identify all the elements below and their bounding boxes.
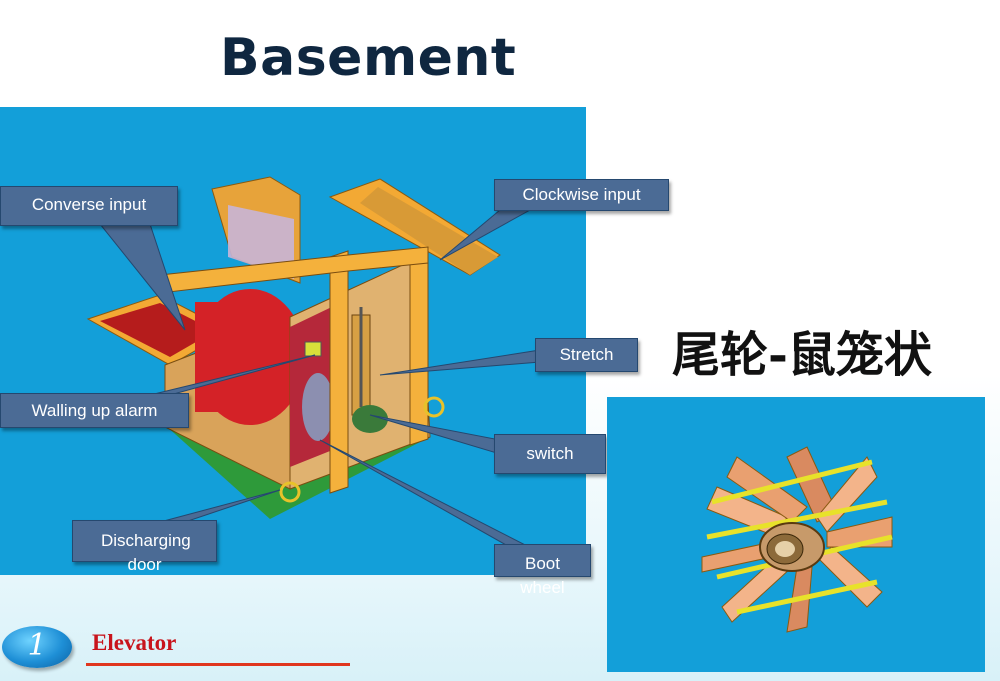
cage-bar: [711, 459, 873, 505]
frame-post-right: [409, 250, 429, 446]
slide-number-badge: [2, 626, 72, 668]
callout-converse-input: Converse input: [0, 186, 178, 226]
frame-post-left: [329, 250, 349, 494]
callout-walling-up-alarm: Walling up alarm: [0, 393, 189, 428]
callout-stretch: Stretch: [535, 338, 638, 372]
callout-boot-wheel: Boot wheel: [494, 544, 591, 597]
callout-discharging-door: Discharging door: [72, 520, 217, 574]
switch-device: [352, 405, 388, 433]
cage-blade: [816, 546, 883, 608]
slide-title: Basement: [220, 28, 517, 88]
tail-wheel-title: 尾轮-鼠笼状: [672, 327, 932, 383]
callout-switch: switch: [494, 434, 606, 474]
boot-wheel-disc: [302, 373, 334, 441]
slide-number: 1: [27, 628, 47, 663]
cage-bar: [706, 499, 888, 540]
alarm-sensor: [304, 341, 322, 357]
callout-clockwise-input: Clockwise input: [494, 179, 669, 211]
cage-blade: [786, 446, 838, 523]
squirrel-cage-wheel-illustration: [701, 446, 893, 633]
cage-bar: [736, 579, 878, 615]
footer-underline: [86, 663, 350, 666]
footer-section-label: Elevator: [92, 630, 177, 655]
handwheel-door: [279, 481, 301, 503]
basement-machine-illustration: [86, 176, 501, 519]
